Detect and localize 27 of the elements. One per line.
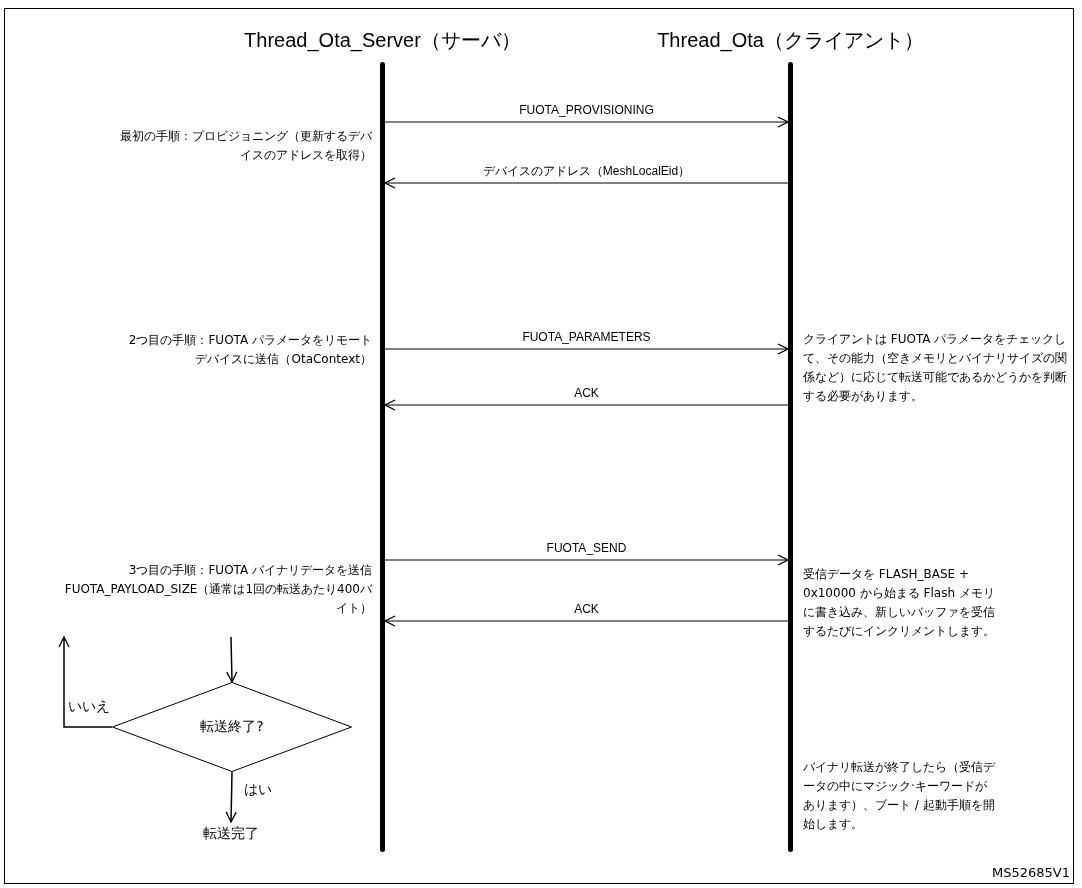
edge-label: ACK	[572, 602, 601, 616]
arrow	[384, 399, 789, 411]
arrow	[225, 771, 237, 823]
decision-diamond	[112, 682, 352, 772]
arrow	[384, 116, 789, 128]
step-note: 3つ目の手順：FUOTA バイナリデータを送信 FUOTA_PAYLOAD_SIZE（通常は1回の転送あたり400バイト）	[63, 562, 372, 617]
edge-label: ACK	[572, 386, 601, 400]
step-note: 2つ目の手順：FUOTA パラメータをリモートデバイスに送信（OtaContext）	[127, 332, 372, 368]
note-text: クライアントは FUOTA パラメータをチェックして、その能力（空きメモリとバイナリサイズの関係など）に応じて転送可能であるかどうかを判断する必要があります。	[803, 331, 1068, 405]
arrow	[58, 636, 113, 728]
arrow	[384, 177, 789, 189]
arrow	[384, 554, 789, 566]
edge-label: FUOTA_SEND	[544, 541, 629, 555]
edge-label: FUOTA_PARAMETERS	[520, 330, 653, 344]
arrow	[384, 615, 789, 627]
arrow	[226, 636, 238, 683]
participant-label: Thread_Ota_Server（サーバ）	[244, 28, 521, 54]
arrow	[384, 343, 789, 355]
decision-label: 転送終了?	[200, 718, 264, 736]
end-label: 転送完了	[181, 822, 281, 844]
note-text: 受信データを FLASH_BASE + 0x10000 から始まる Flash メモリに書き込み、新しいバッファを受信するたびにインクリメントします。	[803, 566, 996, 640]
edge-label: FUOTA_PROVISIONING	[517, 103, 656, 117]
edge-label: いいえ	[68, 697, 110, 715]
participant-label: Thread_Ota（クライアント）	[657, 28, 924, 54]
figure-id: MS52685V1	[991, 864, 1070, 882]
note-text: バイナリ転送が終了したら（受信データの中にマジック·キーワードがあります）、ブート / 起動手順を開始します。	[803, 759, 996, 833]
step-note: 最初の手順：プロビジョニング（更新するデバイスのアドレスを取得）	[120, 128, 372, 164]
